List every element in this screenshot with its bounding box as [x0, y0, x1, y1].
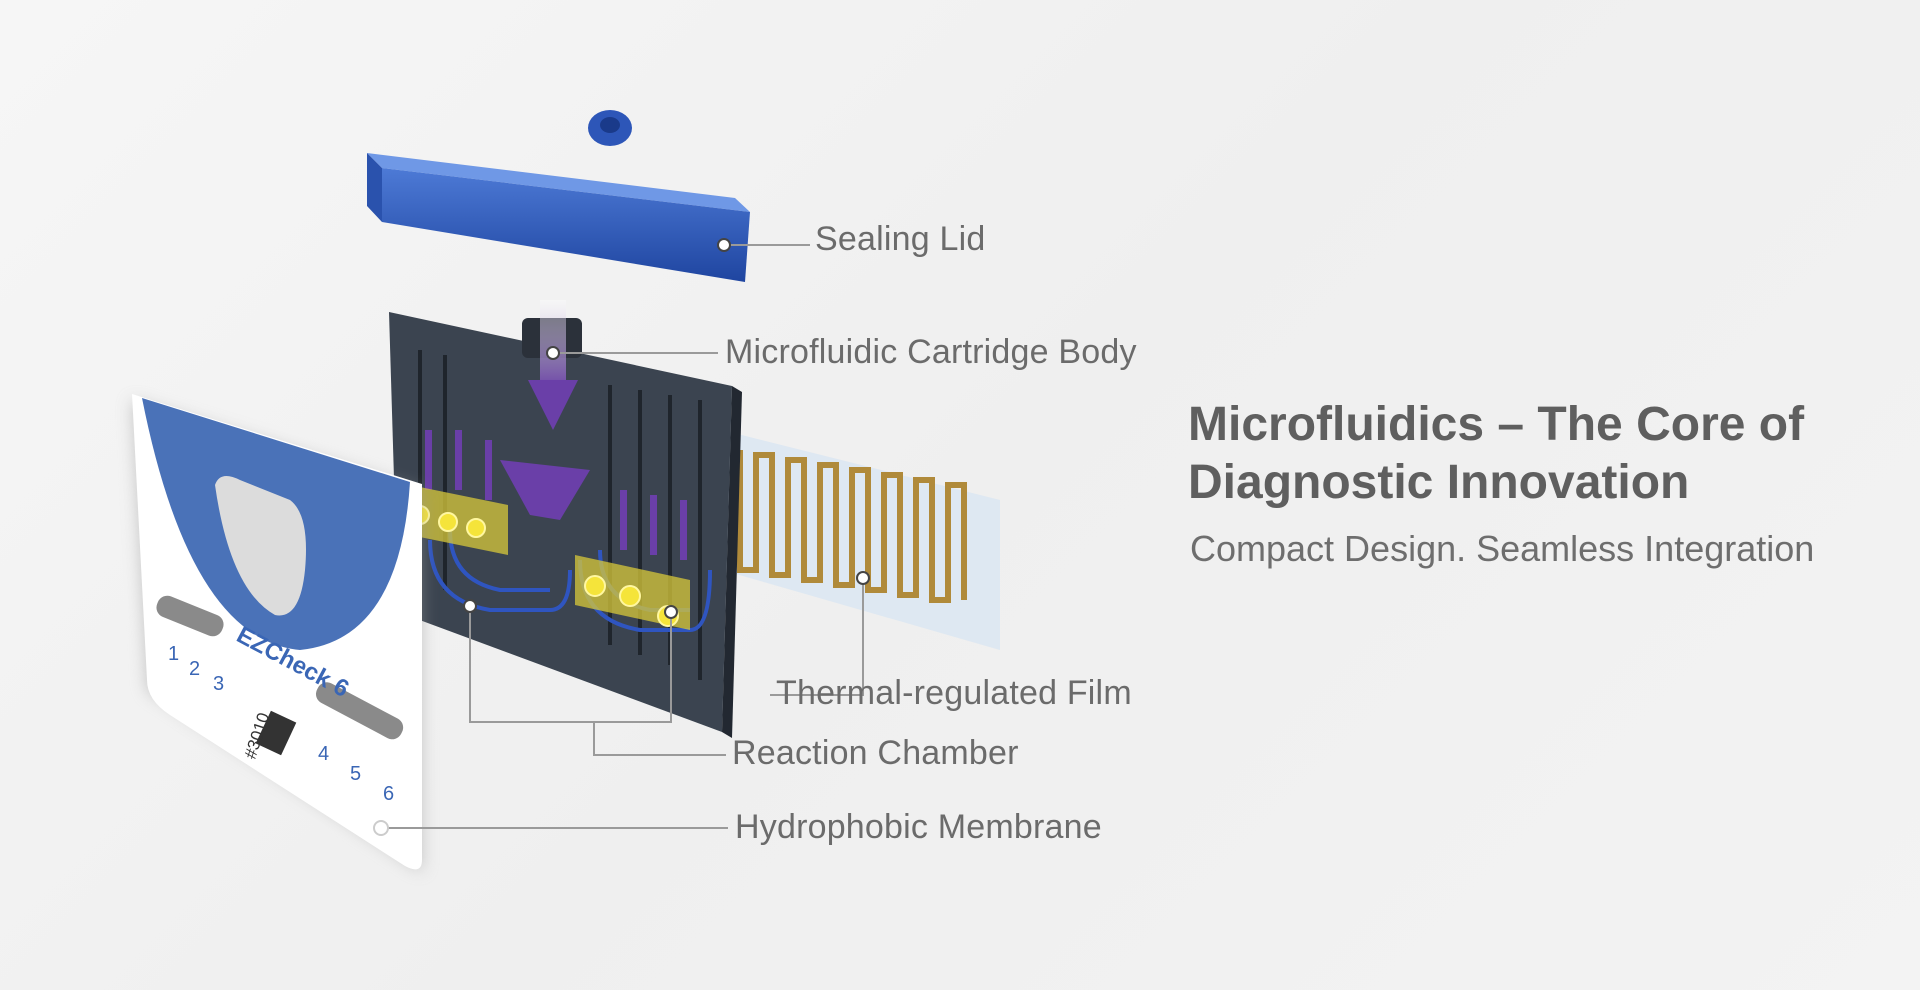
well-number: 6: [383, 783, 394, 805]
well-number: 5: [350, 763, 361, 785]
well-number: 1: [168, 643, 179, 665]
hydrophobic-membrane: [132, 394, 422, 872]
callout-leader-lines: [381, 244, 864, 829]
headline: Microfluidics – The Core of Diagnostic I…: [1188, 396, 1804, 512]
well-number: 2: [189, 658, 200, 680]
headline-line-2: Diagnostic Innovation: [1188, 456, 1690, 509]
subtitle: Compact Design. Seamless Integration: [1190, 528, 1815, 569]
label-reaction-chamber: Reaction Chamber: [732, 734, 1019, 772]
well-number: 3: [213, 673, 224, 695]
flow-arrow: [540, 300, 566, 390]
headline-line-1: Microfluidics – The Core of: [1188, 398, 1805, 451]
well-number: 4: [318, 743, 329, 765]
label-hydrophobic-membrane: Hydrophobic Membrane: [735, 808, 1102, 846]
thermal-regulated-film: [722, 430, 1000, 650]
callout-dots: [373, 238, 870, 836]
label-sealing-lid: Sealing Lid: [815, 220, 986, 258]
reaction-chamber: [410, 485, 690, 630]
label-cartridge-body: Microfluidic Cartridge Body: [725, 333, 1137, 371]
sealing-lid: [367, 110, 750, 282]
microfluidic-cartridge-body: [389, 300, 742, 738]
label-thermal-film: Thermal-regulated Film: [776, 674, 1132, 712]
qr-code: [255, 710, 297, 756]
